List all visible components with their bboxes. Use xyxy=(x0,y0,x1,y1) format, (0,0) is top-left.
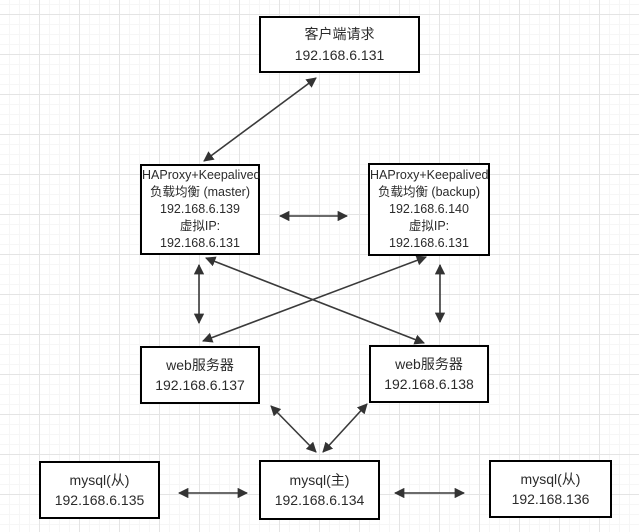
node-ip: 192.168.6.139 xyxy=(160,202,240,216)
node-ip: 192.168.6.137 xyxy=(155,377,245,393)
node-label: 客户端请求 xyxy=(304,25,375,42)
node-client-request: 客户端请求 192.168.6.131 xyxy=(259,16,420,73)
node-ip: 192.168.6.140 xyxy=(389,202,469,216)
edge-web2-mysqlMaster xyxy=(322,403,368,453)
node-label: HAProxy+Keepalived xyxy=(142,168,261,182)
node-web-server-2: web服务器 192.168.6.138 xyxy=(369,345,489,403)
node-role: 负载均衡 (master) xyxy=(149,185,250,199)
node-label: web服务器 xyxy=(395,356,463,372)
node-vip-label: 虚拟IP: xyxy=(408,219,450,233)
node-ip: 192.168.136 xyxy=(511,491,590,507)
node-label: mysql(主) xyxy=(289,472,350,488)
node-label: mysql(从) xyxy=(520,471,581,487)
node-ip: 192.168.6.138 xyxy=(384,376,474,392)
node-label: HAProxy+Keepalived xyxy=(370,168,489,182)
edge-haproxyBackup-web1 xyxy=(202,255,427,343)
node-vip-label: 虚拟IP: xyxy=(179,219,221,233)
node-label: web服务器 xyxy=(166,357,234,373)
node-mysql-slave-1: mysql(从) 192.168.6.135 xyxy=(39,461,160,519)
node-role: 负载均衡 (backup) xyxy=(377,185,481,199)
node-haproxy-backup: HAProxy+Keepalived 负载均衡 (backup) 192.168… xyxy=(368,163,490,256)
node-ip: 192.168.6.131 xyxy=(294,46,385,63)
node-vip: 192.168.6.131 xyxy=(160,236,240,250)
edge-web1-mysqlMaster xyxy=(270,405,317,453)
edge-client-haproxyMaster xyxy=(203,77,317,162)
node-mysql-master: mysql(主) 192.168.6.134 xyxy=(259,460,380,520)
node-ip: 192.168.6.134 xyxy=(274,492,365,508)
node-mysql-slave-2: mysql(从) 192.168.136 xyxy=(489,460,612,518)
node-web-server-1: web服务器 192.168.6.137 xyxy=(140,346,260,404)
node-vip: 192.168.6.131 xyxy=(389,236,469,250)
node-label: mysql(从) xyxy=(69,472,130,488)
node-ip: 192.168.6.135 xyxy=(54,492,145,508)
node-haproxy-master: HAProxy+Keepalived 负载均衡 (master) 192.168… xyxy=(140,164,260,255)
